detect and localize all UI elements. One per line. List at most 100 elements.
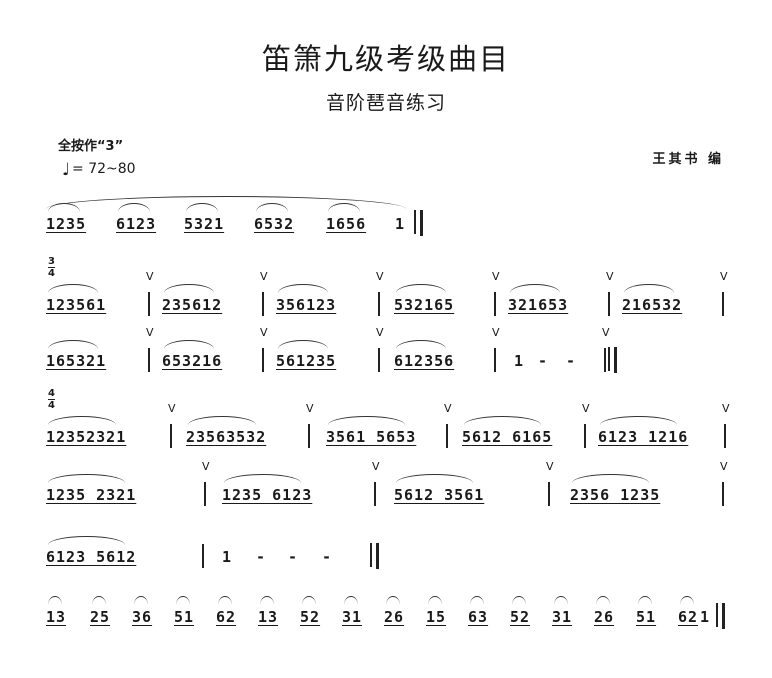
slur-mark xyxy=(134,596,148,605)
note-group: 356123 xyxy=(276,296,337,314)
slur-mark xyxy=(48,340,98,349)
note-group: 561235 xyxy=(276,352,337,370)
slur-mark xyxy=(464,416,541,425)
hold-dash: - xyxy=(566,352,576,370)
slur-mark xyxy=(396,474,473,483)
note-group: 52 xyxy=(510,608,531,626)
hold-dash: - xyxy=(538,352,548,370)
slur-mark xyxy=(164,284,214,293)
note-group: 15 xyxy=(426,608,447,626)
breath-mark-icon: V xyxy=(260,270,268,283)
fingering-note: 全按作“3” xyxy=(58,139,124,154)
breath-mark-icon: V xyxy=(606,270,614,283)
slur-mark xyxy=(176,596,190,605)
slur-mark xyxy=(470,596,484,605)
bar-line xyxy=(148,348,150,372)
breath-mark-icon: V xyxy=(146,326,154,339)
final-bar-line xyxy=(716,603,718,627)
slur-mark xyxy=(92,596,106,605)
note-group: 25 xyxy=(90,608,111,626)
note-group: 36 xyxy=(132,608,153,626)
note-group: 62 xyxy=(678,608,699,626)
final-bar-line xyxy=(420,210,423,236)
page-subtitle: 音阶琶音练习 xyxy=(325,92,446,114)
note-group: 31 xyxy=(342,608,363,626)
note-group: 653216 xyxy=(162,352,223,370)
bar-line xyxy=(604,348,606,372)
bar-line xyxy=(148,292,150,316)
breath-mark-icon: V xyxy=(168,402,176,415)
hold-dash: - xyxy=(288,548,298,566)
slur-mark xyxy=(48,284,98,293)
note-group: 1 xyxy=(700,608,711,626)
bar-line xyxy=(202,544,204,568)
slur-mark xyxy=(302,596,316,605)
slur-mark xyxy=(48,596,62,605)
note-group: 1235 2321 xyxy=(46,486,137,504)
note-group: 6123 xyxy=(116,215,157,233)
slur-mark xyxy=(164,340,214,349)
note-group: 5321 xyxy=(184,215,225,233)
note-group: 123561 xyxy=(46,296,107,314)
final-bar-line xyxy=(376,543,379,569)
hold-dash: - xyxy=(256,548,266,566)
note-group: 51 xyxy=(174,608,195,626)
slur-mark xyxy=(260,596,274,605)
slur-mark xyxy=(48,474,125,483)
slur-mark xyxy=(48,416,116,425)
note-group: 23563532 xyxy=(186,428,267,446)
bar-line xyxy=(262,348,264,372)
slur-mark xyxy=(512,596,526,605)
note-group: 13 xyxy=(46,608,67,626)
breath-mark-icon: V xyxy=(376,326,384,339)
note-group: 51 xyxy=(636,608,657,626)
slur-mark xyxy=(386,596,400,605)
slur-mark xyxy=(278,340,328,349)
slur-mark xyxy=(396,340,446,349)
bar-line xyxy=(446,424,448,448)
slur-mark xyxy=(600,416,677,425)
bar-line xyxy=(204,482,206,506)
breath-mark-icon: V xyxy=(492,270,500,283)
note-group: 63 xyxy=(468,608,489,626)
note-group: 1235 xyxy=(46,215,87,233)
tempo-value: = 72~80 xyxy=(72,161,136,177)
bar-line xyxy=(378,292,380,316)
note-group: 532165 xyxy=(394,296,455,314)
bar-line xyxy=(170,424,172,448)
breath-mark-icon: V xyxy=(372,460,380,473)
tempo-marking: ♩= 72~80 xyxy=(62,160,136,180)
note-group: 1656 xyxy=(326,215,367,233)
note-group: 1 xyxy=(222,548,233,566)
note-group: 62 xyxy=(216,608,237,626)
note-group: 31 xyxy=(552,608,573,626)
slur-mark xyxy=(278,284,328,293)
bar-line xyxy=(722,292,724,316)
note-group: 321653 xyxy=(508,296,569,314)
slur-mark xyxy=(428,596,442,605)
bar-line xyxy=(722,482,724,506)
phrase-slur xyxy=(46,196,406,209)
note-group: 5612 6165 xyxy=(462,428,553,446)
breath-mark-icon: V xyxy=(602,326,610,339)
quarter-note-icon: ♩ xyxy=(62,160,71,180)
bar-line xyxy=(308,424,310,448)
bar-line xyxy=(724,424,726,448)
breath-mark-icon: V xyxy=(202,460,210,473)
breath-mark-icon: V xyxy=(546,460,554,473)
breath-mark-icon: V xyxy=(306,402,314,415)
note-group: 216532 xyxy=(622,296,683,314)
bar-line xyxy=(494,348,496,372)
bar-line xyxy=(494,292,496,316)
bar-line xyxy=(378,348,380,372)
breath-mark-icon: V xyxy=(720,460,728,473)
slur-mark xyxy=(328,416,405,425)
bar-line xyxy=(608,292,610,316)
slur-mark xyxy=(624,284,674,293)
breath-mark-icon: V xyxy=(492,326,500,339)
final-bar-line xyxy=(614,347,617,373)
note-group: 1 xyxy=(395,215,406,233)
slur-mark xyxy=(572,474,649,483)
